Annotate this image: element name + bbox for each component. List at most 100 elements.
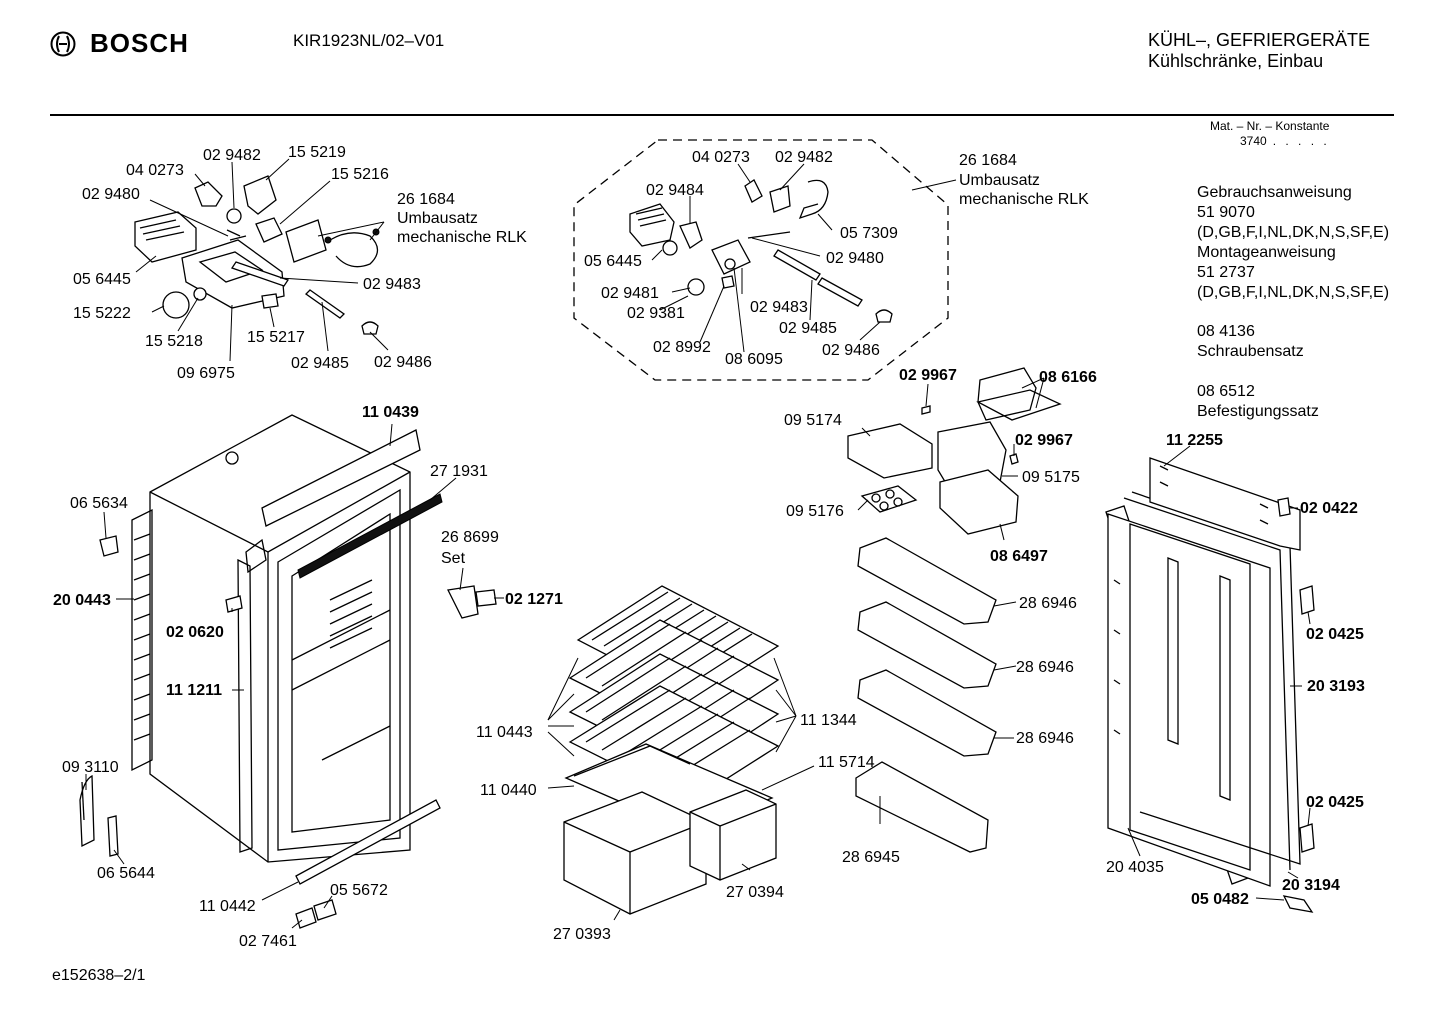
butter-tray-part [976, 389, 1062, 421]
callout-268699: 26 8699 [441, 529, 499, 546]
cabinet-body: 11 0439 27 1931 06 5634 26 8699 Set 02 1… [53, 404, 563, 950]
rod-part [817, 277, 863, 307]
door-shelf-part [857, 669, 997, 757]
callout-029381: 02 9381 [627, 305, 685, 322]
butter-lid-part [977, 367, 1037, 421]
door-fixing-part [1299, 823, 1315, 853]
callout-055672: 05 5672 [330, 882, 388, 899]
shelves-and-drawers: 11 0443 11 1344 11 5714 11 0440 27 0394 … [476, 585, 875, 943]
callout-093110: 09 3110 [62, 759, 119, 776]
door-liner-marks [1113, 579, 1121, 735]
bracket-holes [1159, 465, 1269, 525]
condenser-part [131, 508, 153, 772]
callout-029967b: 02 9967 [1015, 432, 1073, 449]
callout-set: Set [441, 550, 466, 567]
category-subtitle: Kühlschränke, Einbau [1148, 51, 1324, 71]
switch-part [255, 217, 283, 243]
callout-029481: 02 9481 [601, 285, 659, 302]
knob-part [687, 278, 705, 296]
bin-part [939, 469, 1019, 535]
model-number: KIR1923NL/02–V01 [293, 31, 445, 50]
callout-029486: 02 9486 [374, 354, 432, 371]
callout-029483: 02 9483 [363, 276, 421, 293]
door-bins: 02 9967 08 6166 09 5174 02 9967 09 5175 … [784, 367, 1097, 866]
callout-261684: 26 1684 [397, 191, 455, 208]
callout-029485: 02 9485 [779, 320, 837, 337]
clip-part [99, 535, 119, 557]
callout-mechanische-rlk: mechanische RLK [397, 229, 527, 246]
leader-lines [85, 423, 504, 929]
hinge-part [245, 538, 267, 574]
capillary-end-part [324, 236, 332, 244]
door-fixing-part [1299, 585, 1315, 615]
note-line: Gebrauchsanweisung [1197, 184, 1352, 201]
callout-261684: 26 1684 [959, 152, 1017, 169]
foot-part [313, 899, 337, 921]
screw-part [1277, 497, 1291, 517]
egg-holder-bin-part [847, 423, 933, 479]
callout-111344: 11 1344 [800, 712, 857, 729]
brand-name: BOSCH [90, 28, 189, 58]
leader-lines [1127, 445, 1311, 901]
callout-065644: 06 5644 [97, 865, 155, 882]
bottom-rail-part [295, 799, 441, 885]
lamp-bulb-part [194, 181, 223, 207]
crisper-drawer-edges [563, 821, 707, 914]
callout-umbausatz: Umbausatz [959, 172, 1040, 189]
category-title: KÜHL–, GEFRIERGERÄTE [1148, 30, 1371, 50]
lamp-cover-vents [635, 207, 667, 227]
note-line: Schraubensatz [1197, 343, 1304, 360]
hinge-screw-part [475, 589, 497, 607]
switch-bracket-part [243, 175, 277, 215]
document-reference: e152638‒2/1 [52, 967, 146, 984]
thermostat-part [711, 239, 751, 275]
door-rib [1167, 557, 1179, 745]
mat-nr-value: 3740 [1240, 134, 1267, 148]
note-line: Montageanweisung [1197, 244, 1336, 261]
rod-part [230, 261, 290, 287]
callout-286945: 28 6945 [842, 849, 900, 866]
lamp-cover-vents [139, 219, 185, 241]
callout-021271: 02 1271 [505, 591, 563, 608]
manuals-note: Gebrauchsanweisung 51 9070 (D,GB,F,I,NL,… [1197, 183, 1389, 303]
door-shelf-part [857, 537, 997, 625]
knob-axle-part [193, 287, 207, 301]
callout-155217: 15 5217 [247, 329, 305, 346]
evaporator-ribs [329, 579, 373, 649]
callout-110443: 11 0443 [476, 724, 533, 741]
cabinet-shell-part [149, 414, 411, 863]
callout-200443: 20 0443 [53, 592, 111, 609]
note-line: Befestigungssatz [1197, 403, 1319, 420]
bosch-logo-icon [50, 31, 76, 56]
screw-part [921, 405, 931, 415]
callout-065634: 06 5634 [70, 495, 128, 512]
callout-umbausatz: Umbausatz [397, 210, 478, 227]
leader-lines [857, 377, 1045, 824]
door-liner [1129, 523, 1251, 871]
ring-part [662, 240, 678, 256]
callout-mechanische-rlk: mechanische RLK [959, 191, 1089, 208]
callout-029485: 02 9485 [291, 355, 349, 372]
crisper-drawer-part [563, 791, 707, 915]
spring-part [226, 229, 247, 241]
small-nut-part [721, 275, 735, 289]
callout-096975: 09 6975 [177, 365, 235, 382]
callout-057309: 05 7309 [840, 225, 898, 242]
crisper-drawer-edges [689, 803, 777, 880]
note-line: 08 4136 [1197, 323, 1255, 340]
fixing-set-note: 08 6512 Befestigungssatz [1197, 382, 1319, 422]
callout-029486: 02 9486 [822, 342, 880, 359]
note-line: (D,GB,F,I,NL,DK,N,S,SF,E) [1197, 224, 1390, 241]
callout-029482: 02 9482 [203, 147, 261, 164]
lamp-cover-part [134, 211, 197, 263]
callout-020422: 02 0422 [1300, 500, 1358, 517]
callout-155218: 15 5218 [145, 333, 203, 350]
door-rib [1219, 575, 1231, 801]
header-divider [50, 114, 1394, 116]
callout-095175: 09 5175 [1022, 469, 1080, 486]
callout-110442: 11 0442 [199, 898, 256, 915]
housing-window-part [198, 251, 264, 283]
callout-203193: 20 3193 [1307, 678, 1365, 695]
bracket-part [875, 309, 893, 323]
callout-271931: 27 1931 [430, 463, 488, 480]
